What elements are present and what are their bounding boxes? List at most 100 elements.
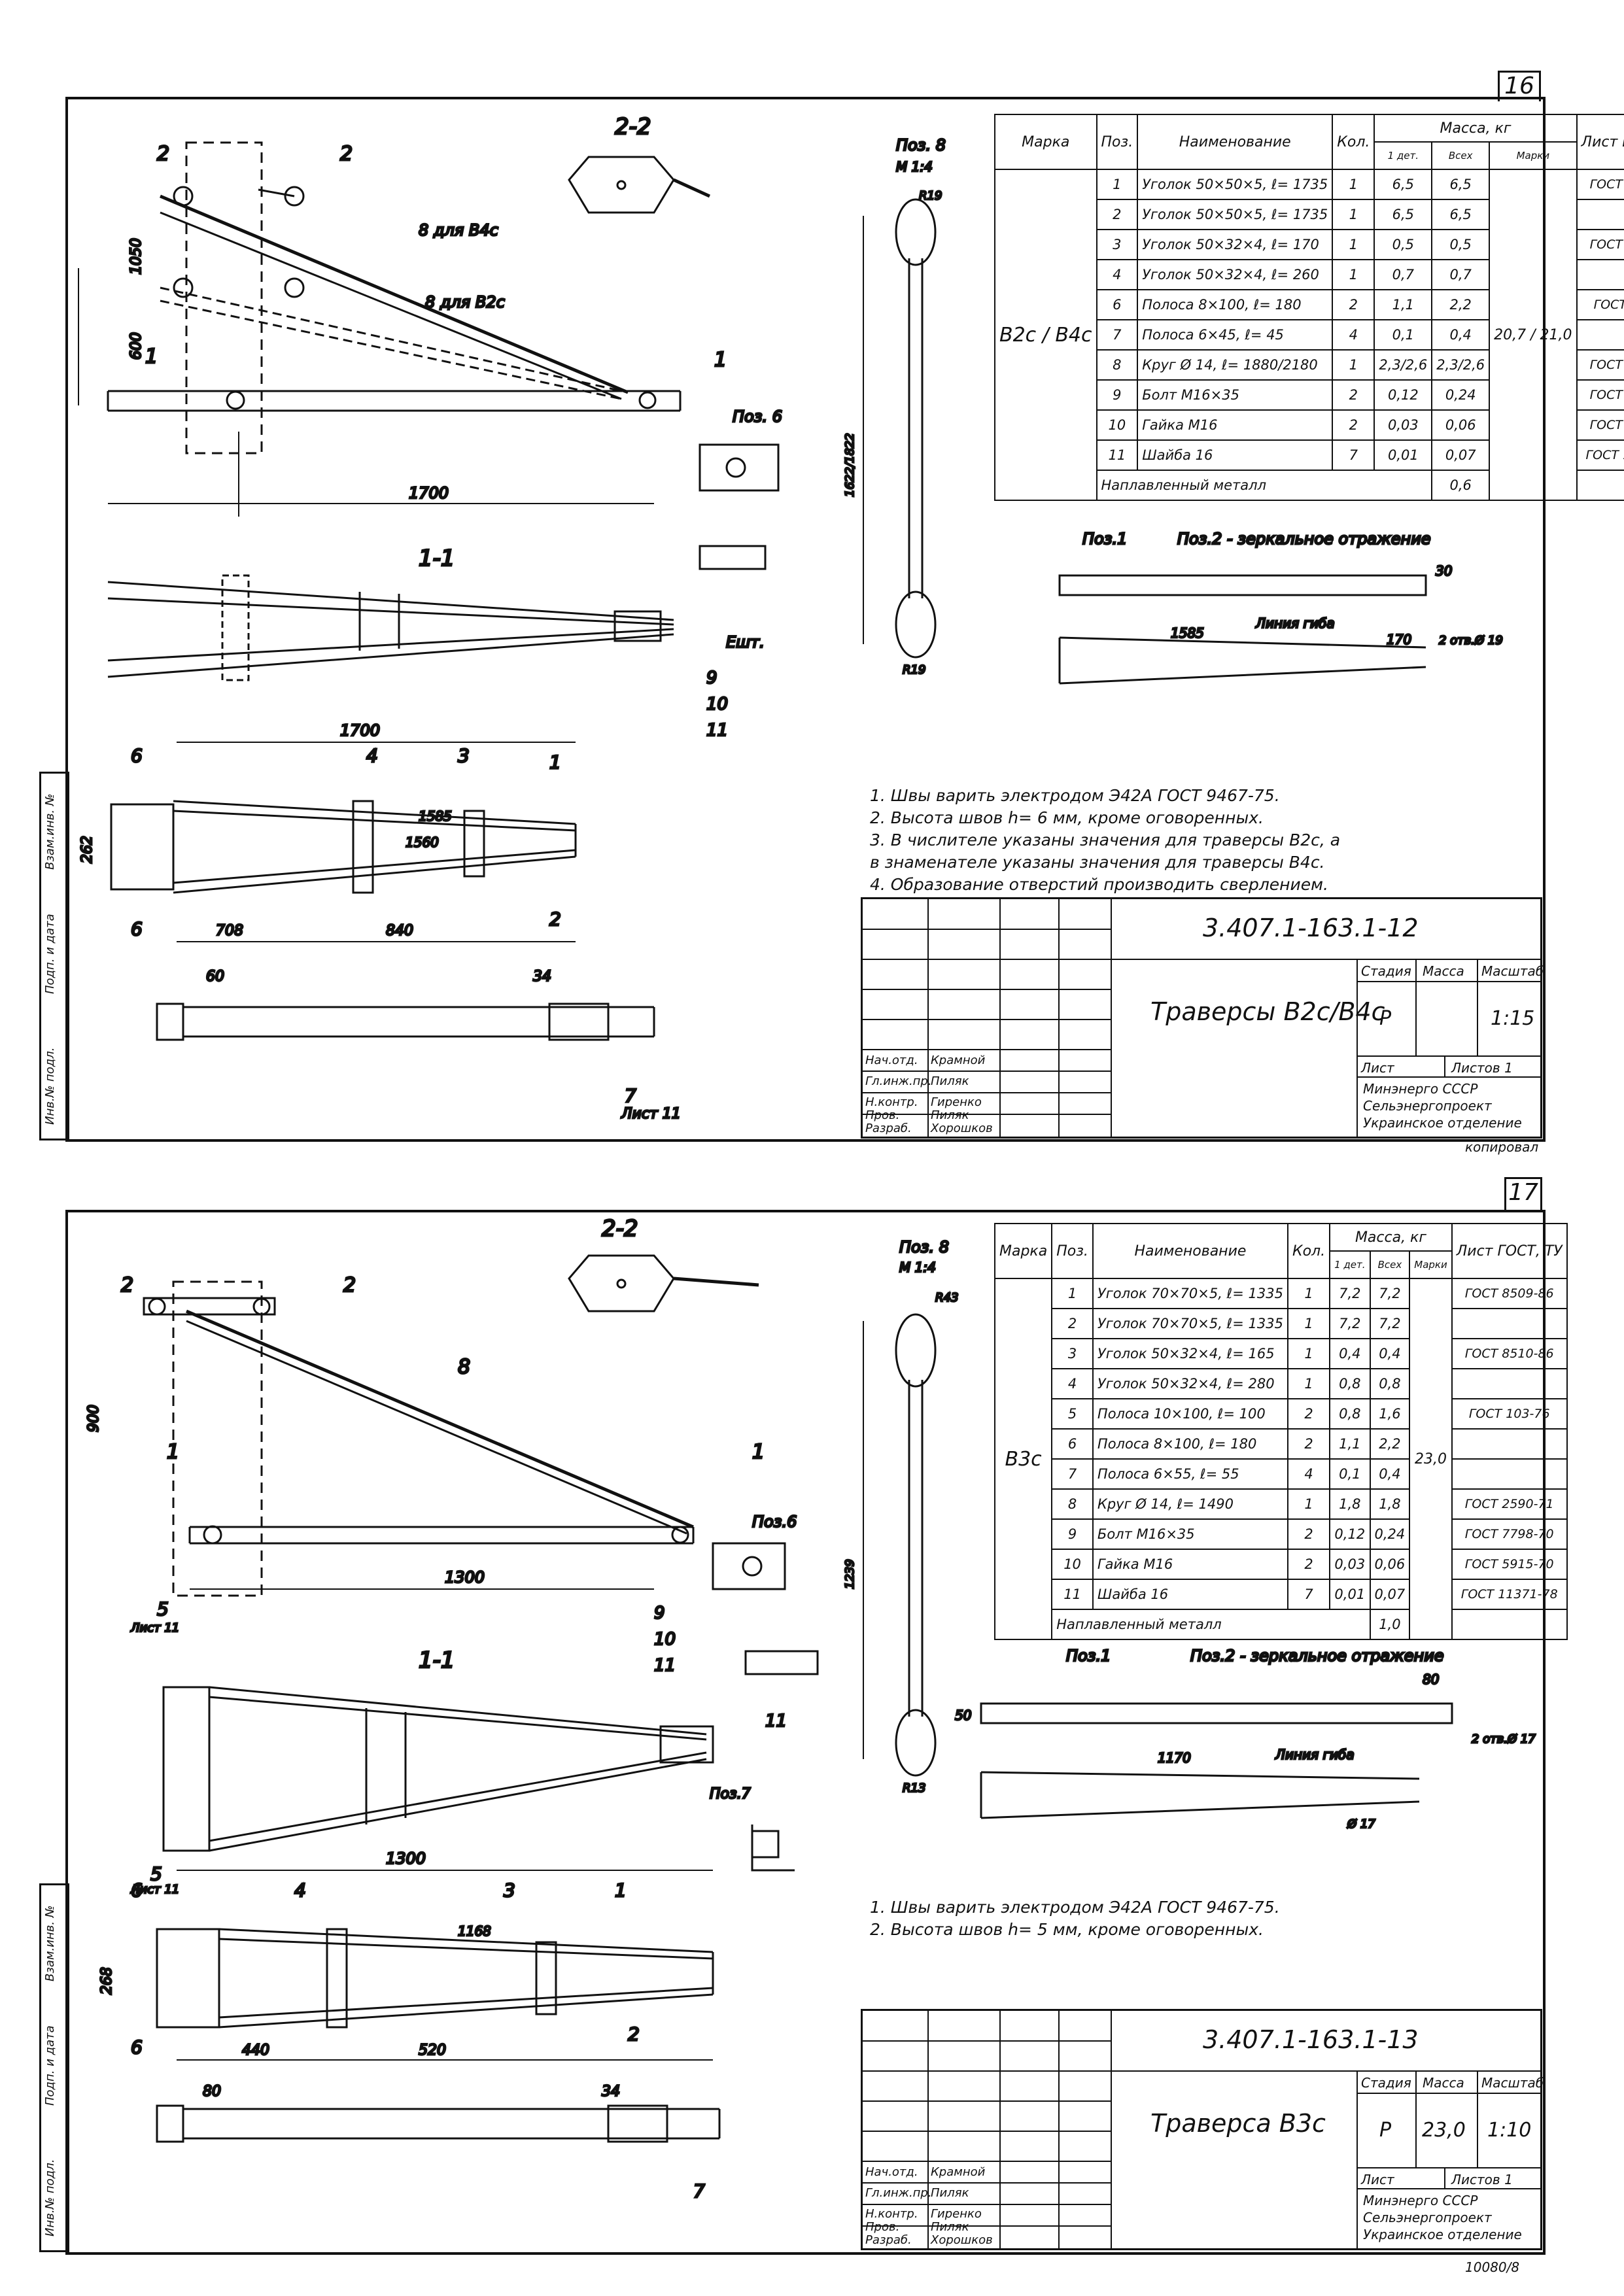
gost-cell [1451,1428,1568,1460]
signer-name: Гиренко [931,2207,982,2221]
qty-cell: 4 [1332,319,1375,351]
name-cell: Уголок 50×32×4, ℓ= 260 [1137,259,1334,290]
stadia-value: Р [1379,1007,1392,1030]
svg-text:5: 5 [157,1598,169,1620]
pos-cell: 9 [1051,1518,1094,1550]
qty-cell: 7 [1332,439,1375,471]
massall-cell: 2,3/2,6 [1431,349,1491,381]
pos1-detail [1058,574,1427,685]
massall-cell: 0,7 [1431,259,1491,290]
r13-label: R13 [903,1781,925,1795]
signer-role: Гл.инж.пр. [865,1074,932,1088]
svg-text:10: 10 [654,1630,676,1649]
pos2-label: Поз.2 - зеркальное отражение [1177,530,1431,548]
label-list11b: Лист 11 [130,1883,179,1896]
svg-text:4: 4 [366,745,378,766]
notes: 1. Швы варить электродом Э42А ГОСТ 9467-… [870,785,1340,896]
org-2: Сельэнергопроект [1363,2210,1492,2225]
signer-name: Хорошков [931,1122,993,1135]
dim-34: 34 [602,2083,620,2100]
qty-cell: 1 [1332,169,1375,200]
name-cell: Уголок 70×70×5, ℓ= 1335 [1092,1278,1288,1309]
signer-role: Нач.отд. [865,1054,918,1067]
elevation-view [78,141,682,517]
massall-cell: 2,2 [1431,289,1491,320]
pos6-detail [699,443,780,570]
massall-cell: 0,07 [1369,1579,1411,1610]
col-mmark: Марки [1409,1250,1453,1279]
qty-cell: 2 [1332,289,1375,320]
svg-text:10: 10 [706,694,728,714]
name-cell: Полоса 8×100, ℓ= 180 [1092,1428,1288,1460]
svg-text:9: 9 [706,668,717,688]
view-2-2: 2-2 [615,114,651,140]
weld-mass: 1,0 [1369,1609,1411,1640]
mass-label: Масса [1423,2075,1464,2091]
svg-text:1: 1 [145,345,158,368]
holes-label: 2 отв.Ø 17 [1472,1732,1536,1746]
dim-1622: 1622/1822 [843,433,857,497]
signer-role: Н.контр. [865,2207,918,2221]
dim-170: 170 [1387,632,1411,647]
col-name: Наименование [1092,1223,1288,1279]
qty-cell: 2 [1332,379,1375,411]
col-name: Наименование [1137,114,1334,170]
gost-cell: ГОСТ 8510-86 [1576,229,1624,260]
liniya-giba: Линия гиба [1275,1747,1355,1762]
marka-cell: В3с [993,1278,1053,1640]
pos7-detail [751,1825,795,1872]
stadia-label: Стадия [1361,963,1411,979]
gost-cell: ГОСТ 8509-86 [1451,1278,1568,1309]
svg-text:5: 5 [150,1863,162,1885]
dim-1168: 1168 [458,1923,491,1939]
name-cell: Полоса 6×55, ℓ= 55 [1092,1458,1288,1490]
side-stamp [39,772,69,1140]
pos-cell: 10 [1096,409,1139,441]
dim-1300b: 1300 [386,1849,426,1868]
svg-text:6: 6 [131,2036,143,2058]
pos-cell: 4 [1051,1368,1094,1399]
pos-cell: 3 [1096,229,1139,260]
pos-cell: 9 [1096,379,1139,411]
massall-cell: 0,4 [1369,1458,1411,1490]
gost-cell: ГОСТ 7798-70 [1451,1518,1568,1550]
list-label: Лист [1361,1060,1394,1076]
signer-name: Крамной [931,2165,986,2179]
mass1-cell: 0,5 [1373,229,1433,260]
pos8-label: Поз. 8 [896,136,946,154]
view-1-1: 1-1 [419,1647,455,1673]
drawing-number: 3.407.1-163.1-13 [1203,2025,1419,2054]
mass1-cell: 2,3/2,6 [1373,349,1433,381]
pos-cell: 10 [1051,1549,1094,1580]
svg-text:6: 6 [131,1879,143,1901]
name-cell: Уголок 50×50×5, ℓ= 1735 [1137,199,1334,230]
gost-cell: ГОСТ 5915-70 [1576,409,1624,441]
signer-name: Пиляк [931,2186,969,2200]
gost-cell [1576,259,1624,290]
name-cell: Полоса 6×45, ℓ= 45 [1137,319,1334,351]
stadia-label: Стадия [1361,2075,1411,2091]
massall-cell: 1,8 [1369,1488,1411,1520]
lists-label: Листов 1 [1451,2172,1513,2187]
pos1-detail [980,1702,1453,1819]
gost-cell: ГОСТ 5915-70 [1451,1549,1568,1580]
mass1-cell: 6,5 [1373,169,1433,200]
mass-label: Масса [1423,963,1464,979]
svg-text:9: 9 [654,1603,665,1623]
gost-cell [1451,1458,1568,1490]
col-mass: Масса, кг [1373,114,1578,143]
gost-cell: ГОСТ 2590-71 [1576,349,1624,381]
col-mall: Всех [1431,141,1491,170]
svg-text:4: 4 [294,1879,306,1901]
pos8-label: Поз. 8 [899,1238,949,1256]
name-cell: Болт М16×35 [1092,1518,1288,1550]
bottom-view [156,2104,721,2143]
qty-cell: 2 [1287,1518,1331,1550]
signer-name: Гиренко [931,1095,982,1109]
pos-cell: 1 [1096,169,1139,200]
pos8-scale: М 1:4 [899,1259,936,1275]
